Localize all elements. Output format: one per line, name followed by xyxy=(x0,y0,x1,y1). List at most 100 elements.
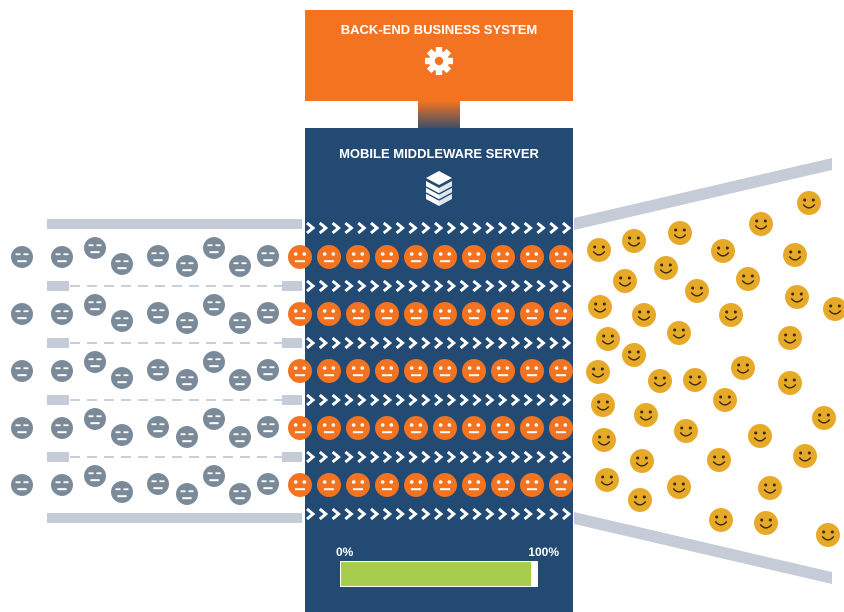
chevron-arrow-icon xyxy=(421,450,431,464)
neutral-face-icon xyxy=(257,302,279,324)
processing-face-icon xyxy=(317,473,341,497)
processing-face-icon xyxy=(346,245,370,269)
happy-face-icon xyxy=(592,428,616,452)
chevron-arrow-icon xyxy=(498,507,508,521)
chevron-arrow-icon xyxy=(306,336,316,350)
chevron-arrow-icon xyxy=(395,450,405,464)
processing-face-icon xyxy=(288,359,312,383)
chevron-arrow-icon xyxy=(382,279,393,293)
chevron-arrow-icon xyxy=(536,336,546,350)
processing-face-icon xyxy=(520,416,544,440)
chevron-arrow-icon xyxy=(382,507,393,521)
chevron-arrow-icon xyxy=(331,336,341,350)
chevron-arrow-icon xyxy=(446,450,457,464)
neutral-face-icon xyxy=(51,303,73,325)
chevron-arrow-icon xyxy=(498,336,508,350)
chevron-arrow-icon xyxy=(382,221,393,235)
chevron-arrow-icon xyxy=(344,450,354,464)
neutral-face-icon xyxy=(203,351,225,373)
processing-face-icon xyxy=(375,359,399,383)
neutral-face-icon xyxy=(84,237,106,259)
chevron-arrow-icon xyxy=(459,221,469,235)
happy-face-icon xyxy=(667,321,691,345)
chevron-arrow-icon xyxy=(408,507,418,521)
chevron-arrow-icon xyxy=(459,393,469,407)
progress-max-label: 100% xyxy=(528,545,559,559)
chevron-arrow-icon xyxy=(395,507,405,521)
happy-face-icon xyxy=(648,369,672,393)
chevron-arrow-icon xyxy=(446,221,457,235)
neutral-face-icon xyxy=(229,483,251,505)
chevron-arrow-icon xyxy=(331,393,341,407)
chevron-arrow-icon xyxy=(318,279,329,293)
processing-face-icon xyxy=(462,473,486,497)
chevron-arrow-icon xyxy=(562,221,572,235)
happy-face-icon xyxy=(778,326,802,350)
chevron-arrow-icon xyxy=(446,336,457,350)
neutral-face-icon xyxy=(111,424,133,446)
neutral-face-icon xyxy=(111,481,133,503)
processing-face-icon xyxy=(317,302,341,326)
chevron-arrow-icon xyxy=(510,393,521,407)
neutral-face-icon xyxy=(111,367,133,389)
processing-face-icon xyxy=(317,359,341,383)
served-users xyxy=(586,191,844,547)
chevron-arrow-icon xyxy=(549,279,559,293)
chevron-arrow-icon xyxy=(459,507,469,521)
chevron-arrow-icon xyxy=(549,221,559,235)
chevron-arrow-icon xyxy=(318,336,329,350)
chevron-arrow-icon xyxy=(510,279,521,293)
chevron-arrow-icon xyxy=(318,507,329,521)
chevron-arrow-icon xyxy=(395,279,405,293)
processing-face-icon xyxy=(549,245,573,269)
neutral-face-icon xyxy=(84,294,106,316)
chevron-arrow-icon xyxy=(510,450,521,464)
chevron-arrow-icon xyxy=(306,450,316,464)
chevron-arrow-icon xyxy=(434,450,444,464)
chevron-arrow-icon xyxy=(382,393,393,407)
neutral-face-icon xyxy=(84,465,106,487)
chevron-arrow-icon xyxy=(446,393,457,407)
neutral-face-icon xyxy=(203,408,225,430)
processing-face-icon xyxy=(346,416,370,440)
cube-server-icon xyxy=(425,171,453,206)
neutral-face-icon xyxy=(176,426,198,448)
chevron-arrow-icon xyxy=(370,393,380,407)
happy-face-icon xyxy=(754,511,778,535)
neutral-face-icon xyxy=(84,351,106,373)
happy-face-icon xyxy=(588,295,612,319)
chevron-arrow-icon xyxy=(318,393,329,407)
happy-face-icon xyxy=(674,419,698,443)
chevron-arrow-icon xyxy=(408,393,418,407)
chevron-arrow-icon xyxy=(498,450,508,464)
progress-fill xyxy=(341,562,532,586)
processing-face-icon xyxy=(433,302,457,326)
happy-face-icon xyxy=(709,508,733,532)
processing-face-icon xyxy=(491,416,515,440)
processing-face-icon xyxy=(549,416,573,440)
chevron-arrow-icon xyxy=(306,221,316,235)
neutral-face-icon xyxy=(229,312,251,334)
neutral-face-icon xyxy=(176,369,198,391)
chevron-arrow-icon xyxy=(562,507,572,521)
chevron-arrow-icon xyxy=(395,336,405,350)
throughput-chevrons xyxy=(306,221,572,521)
happy-face-icon xyxy=(586,360,610,384)
chevron-arrow-icon xyxy=(331,221,341,235)
chevron-arrow-icon xyxy=(536,450,546,464)
processing-face-icon xyxy=(375,416,399,440)
processing-face-icon xyxy=(317,416,341,440)
happy-face-icon xyxy=(707,448,731,472)
processing-face-icon xyxy=(433,245,457,269)
chevron-arrow-icon xyxy=(318,450,329,464)
neutral-face-icon xyxy=(147,473,169,495)
chevron-arrow-icon xyxy=(357,336,367,350)
chevron-arrow-icon xyxy=(562,450,572,464)
chevron-arrow-icon xyxy=(485,221,495,235)
happy-face-icon xyxy=(591,393,615,417)
chevron-arrow-icon xyxy=(421,221,431,235)
processing-face-icon xyxy=(288,416,312,440)
happy-face-icon xyxy=(812,406,836,430)
neutral-face-icon xyxy=(147,416,169,438)
happy-face-icon xyxy=(793,444,817,468)
